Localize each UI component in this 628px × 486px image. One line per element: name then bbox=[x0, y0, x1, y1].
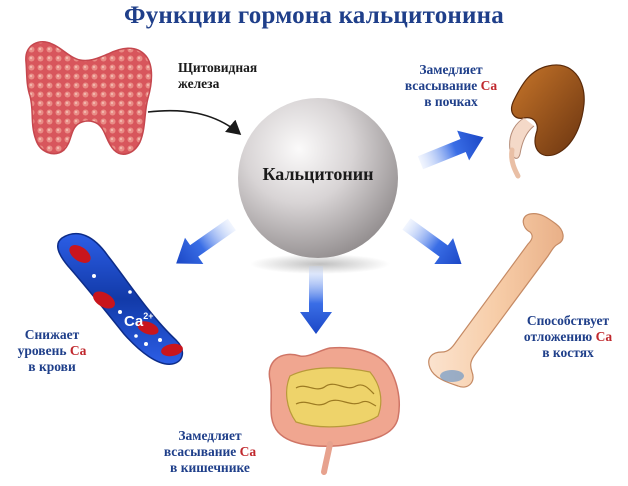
kidney-label-line2: всасывание Ca bbox=[404, 78, 498, 93]
sphere-shadow bbox=[250, 254, 390, 274]
blood-label-line3: в крови bbox=[28, 359, 76, 374]
bone-label: Способствует отложению Ca в костях bbox=[508, 313, 628, 361]
thyroid-gland-icon bbox=[25, 41, 153, 155]
blood-label-line1: Снижает bbox=[24, 327, 80, 342]
arrow-to-bone bbox=[402, 218, 462, 264]
blood-label: Снижает уровень Ca в крови bbox=[2, 327, 102, 375]
kidney-icon bbox=[509, 64, 585, 179]
kidney-label: Замедляет всасывание Ca в почках bbox=[386, 62, 516, 110]
bone-label-line1: Способствует bbox=[526, 313, 610, 328]
thyroid-pointer-arrow bbox=[147, 109, 242, 136]
calcitonin-label: Кальцитонин bbox=[262, 164, 374, 184]
intestine-label-line2: всасывание Ca bbox=[163, 444, 257, 459]
arrow-to-blood bbox=[176, 218, 236, 264]
thyroid-label-line1: Щитовидная bbox=[178, 60, 258, 75]
blood-vessel-icon bbox=[57, 233, 184, 365]
intestine-label-line3: в кишечнике bbox=[170, 460, 250, 475]
bone-label-line3: в костях bbox=[542, 345, 594, 360]
kidney-label-line3: в почках bbox=[424, 94, 478, 109]
bone-icon bbox=[428, 213, 564, 388]
diagram-title: Функции гормона кальцитонина bbox=[124, 2, 504, 29]
intestine-icon bbox=[268, 346, 400, 475]
kidney-label-line1: Замедляет bbox=[419, 62, 483, 77]
blood-label-line2: уровень Ca bbox=[17, 343, 87, 358]
thyroid-label: Щитовидная железа bbox=[178, 60, 257, 92]
bone-label-line2: отложению Ca bbox=[523, 329, 613, 344]
intestine-label: Замедляет всасывание Ca в кишечнике bbox=[140, 428, 280, 476]
arrow-to-intestine bbox=[300, 266, 332, 334]
calcitonin-sphere bbox=[238, 98, 398, 258]
thyroid-label-line2: железа bbox=[178, 76, 220, 91]
intestine-label-line1: Замедляет bbox=[178, 428, 242, 443]
calcium-ion-label: Ca2+ bbox=[124, 311, 153, 330]
arrow-to-kidney bbox=[417, 130, 484, 170]
